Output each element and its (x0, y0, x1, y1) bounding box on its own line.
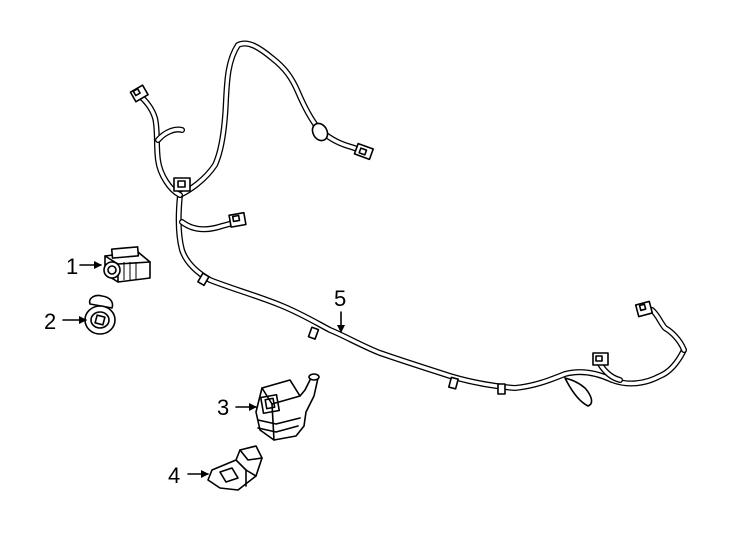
wiring-harness (129, 40, 687, 407)
callout-3: 3 (217, 395, 229, 420)
harness-clip (307, 326, 320, 340)
connector-middle (228, 211, 247, 228)
harness-grommet (311, 122, 329, 142)
callout-4: 4 (168, 463, 180, 488)
connector-right-a (592, 352, 609, 366)
connector-top-right (353, 142, 375, 161)
callout-2: 2 (44, 309, 56, 334)
harness-clip (497, 383, 506, 395)
harness-right-loop (564, 377, 593, 407)
part-3-module (255, 373, 320, 441)
callout-5: 5 (334, 286, 346, 311)
harness-clip (197, 272, 210, 287)
connector-center-upper (173, 177, 191, 192)
part-1-sensor (103, 246, 151, 283)
callout-1: 1 (66, 254, 78, 279)
part-4-bracket (207, 445, 263, 491)
harness-clip (448, 376, 459, 390)
connector-top-left (129, 84, 149, 103)
part-2-retainer (84, 294, 116, 335)
connector-right-end (634, 300, 654, 318)
